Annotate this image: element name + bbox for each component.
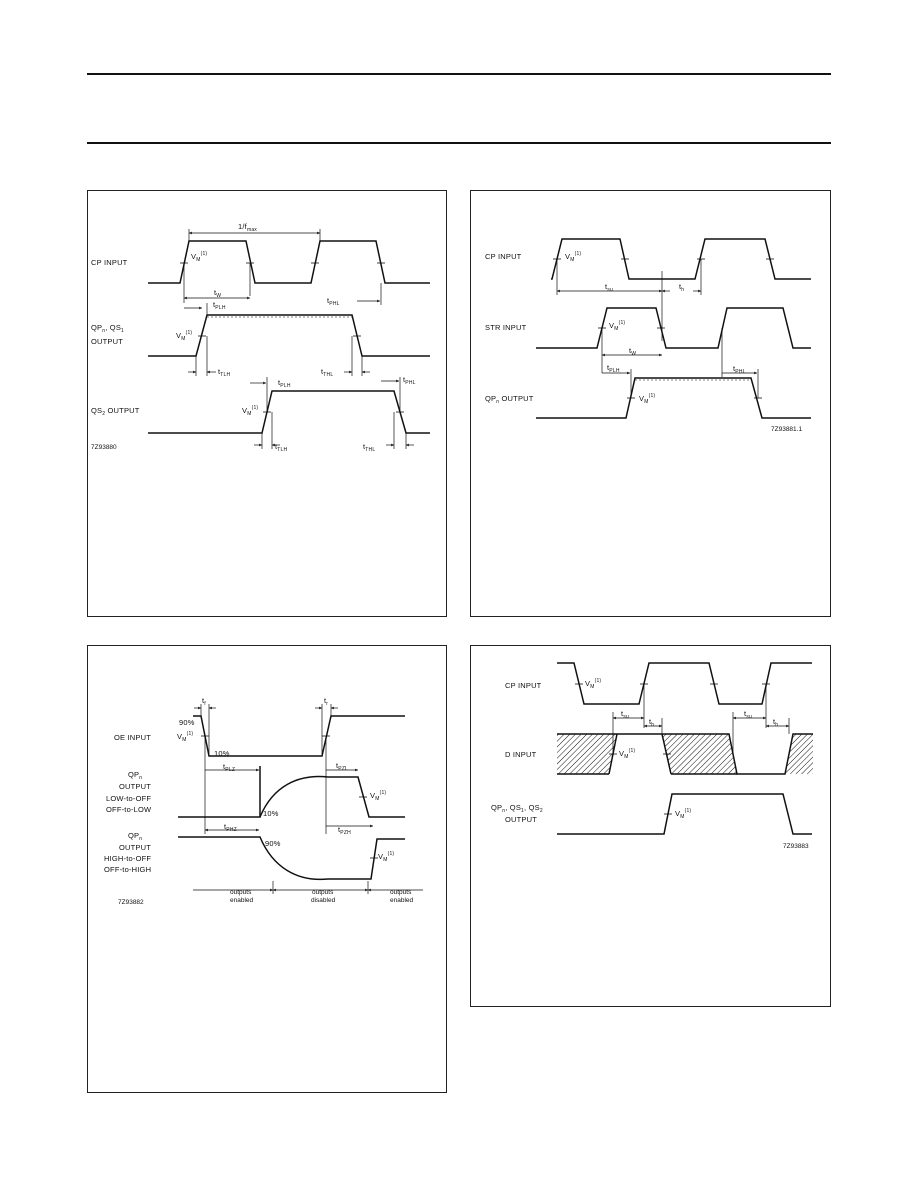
d-hatch-3 [785, 734, 813, 774]
low-to-off-label: LOW-to-OFF [106, 794, 151, 803]
tplz-label: tPLZ [223, 762, 235, 773]
cp-input-waveform [557, 662, 812, 705]
qs2-output-label: QS2 OUTPUT [91, 406, 140, 417]
p90-label-oe: 90% [179, 718, 195, 727]
tw-label: tW [629, 346, 636, 357]
vm-label-qp: VM(1) [639, 393, 655, 405]
qp-qs1-output-label: QPn, QS1 [91, 323, 124, 334]
qp-qs-output-label: QPn, QS1, QS2 [491, 803, 543, 814]
str-input-waveform [536, 307, 811, 349]
oe-3state-waveform-diagram: OE INPUT QPn OUTPUT LOW-to-OFF OFF-to-LO… [104, 696, 423, 906]
vm-label-cp: VM(1) [585, 678, 601, 690]
qp-low-off-curve [259, 775, 405, 818]
tpzl-label: tPZL [336, 761, 348, 772]
output-label: OUTPUT [505, 815, 537, 824]
panel-cp-to-output-timing: CP INPUT QPn, QS1 OUTPUT QS2 OUTPUT 7Z93… [87, 190, 447, 617]
tplh-label-qp: tPLH [213, 300, 226, 311]
vm-label-hh: VM(1) [378, 851, 394, 863]
qp-label-lh: QPn [128, 770, 142, 781]
vm-label-d: VM(1) [619, 748, 635, 760]
cp-input-waveform [148, 240, 430, 284]
period-label: 1/fmax [238, 222, 257, 233]
cp-input-label: CP INPUT [91, 258, 128, 267]
tsu-label: tsu [605, 282, 613, 293]
d-input-waveform-top [557, 733, 813, 775]
tplh-label-qs2: tPLH [278, 378, 291, 389]
tsu-label-2: tsu [744, 709, 752, 720]
vm-label-qs2: VM(1) [242, 405, 258, 417]
figure-code: 7Z93882 [118, 899, 144, 906]
d-setup-hold-waveform-diagram: CP INPUT D INPUT QPn, QS1, QS2 OUTPUT 7Z… [491, 662, 813, 850]
outputs-label-3: outputs [390, 889, 412, 896]
qp-high-off-waveform [178, 836, 405, 881]
panel-3state-enable-disable-timing: OE INPUT QPn OUTPUT LOW-to-OFF OFF-to-LO… [87, 645, 447, 1093]
output-label: OUTPUT [91, 337, 123, 346]
header-bottom-rule [87, 142, 831, 144]
tf-label: tf [202, 696, 206, 707]
output-label-lh: OUTPUT [119, 782, 151, 791]
vm-label-lh: VM(1) [370, 790, 386, 802]
th-label: th [679, 282, 684, 293]
off-to-high-label: OFF-to-HIGH [104, 865, 151, 874]
vm-label-cp: VM(1) [191, 251, 207, 263]
ttlh-label-qp: tTLH [218, 367, 231, 378]
tsu-label-1: tsu [621, 709, 629, 720]
vm-label-qp: VM(1) [176, 330, 192, 342]
enabled-label-2: enabled [390, 897, 414, 904]
panel-d-setup-hold-timing: CP INPUT D INPUT QPn, QS1, QS2 OUTPUT 7Z… [470, 645, 831, 1007]
vm-label-str: VM(1) [609, 320, 625, 332]
enabled-label-1: enabled [230, 897, 254, 904]
p90-label-qp: 90% [265, 839, 281, 848]
qp-qs-output-waveform [557, 793, 812, 835]
ttlh-label-qs2: tTLH [275, 442, 288, 453]
outputs-label-2: outputs [312, 889, 334, 896]
qs2-output-waveform [148, 390, 430, 434]
panel-str-to-output-timing: CP INPUT STR INPUT QPn OUTPUT 7Z93881.1 … [470, 190, 831, 617]
vm-label-cp: VM(1) [565, 251, 581, 263]
tphl-label: tPHL [733, 364, 746, 375]
qp-qs1-output-waveform [148, 314, 430, 357]
high-to-off-label: HIGH-to-OFF [104, 854, 151, 863]
output-label-hh: OUTPUT [119, 843, 151, 852]
figure-code: 7Z93881.1 [771, 426, 802, 433]
vm-label-out: VM(1) [675, 808, 691, 820]
str-input-label: STR INPUT [485, 323, 527, 332]
figure-code: 7Z93883 [783, 843, 809, 850]
tpzh-label: tPZH [338, 825, 351, 836]
oe-input-waveform [193, 715, 405, 757]
tplh-label: tPLH [607, 363, 620, 374]
figure-code: 7Z93880 [91, 444, 117, 451]
tr-label: tr [324, 696, 328, 707]
disabled-label: disabled [311, 897, 336, 904]
header-top-rule [87, 73, 831, 75]
d-hatch-2 [662, 734, 737, 774]
cp-input-label: CP INPUT [505, 681, 542, 690]
th-label-1: th [649, 717, 654, 728]
p10-label-qp: 10% [263, 809, 279, 818]
qp-output-label: QPn OUTPUT [485, 394, 534, 405]
qp-output-waveform [536, 377, 811, 419]
tthl-label-qs2: tTHL [363, 442, 375, 453]
tphl-label-qp: tPHL [327, 296, 340, 307]
cp-input-label: CP INPUT [485, 252, 522, 261]
d-hatch-1 [557, 734, 617, 774]
off-to-low-label: OFF-to-LOW [106, 805, 152, 814]
tphl-label-qs2: tPHL [403, 375, 416, 386]
tphz-label: tPHZ [224, 822, 237, 833]
th-label-2: th [773, 717, 778, 728]
str-output-waveform-diagram: CP INPUT STR INPUT QPn OUTPUT 7Z93881.1 … [485, 238, 811, 433]
cp-output-waveform-diagram: CP INPUT QPn, QS1 OUTPUT QS2 OUTPUT 7Z93… [91, 222, 430, 453]
tthl-label-qp: tTHL [321, 367, 333, 378]
outputs-label-1: outputs [230, 889, 252, 896]
qp-low-off-waveform [178, 766, 261, 818]
tw-label: tW [214, 288, 221, 299]
oe-input-label: OE INPUT [114, 733, 151, 742]
d-input-label: D INPUT [505, 750, 537, 759]
p10-label-oe: 10% [214, 749, 230, 758]
vm-label-oe: VM(1) [177, 731, 193, 743]
qp-label-hh: QPn [128, 831, 142, 842]
